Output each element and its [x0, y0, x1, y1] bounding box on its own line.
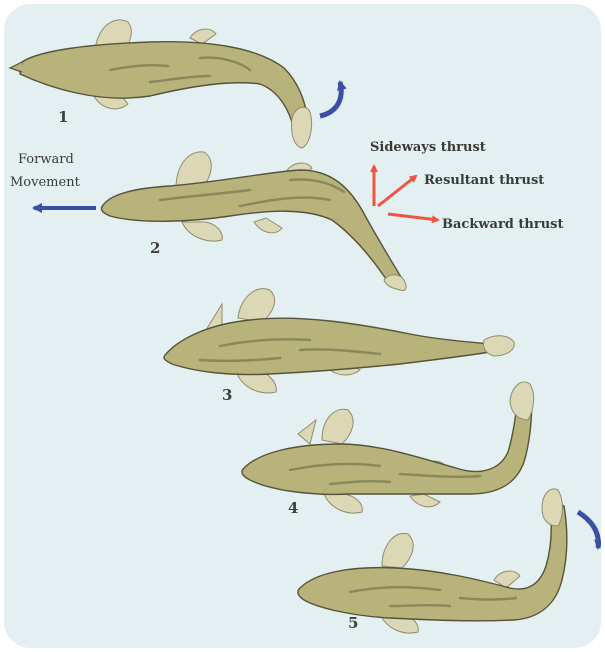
- position-label-4: 4: [288, 499, 298, 517]
- figure-panel: 1 Forward Movement 2 Sideways thrust Res…: [4, 4, 601, 648]
- forward-movement-label-line2: Movement: [10, 175, 81, 190]
- forward-movement-label-line1: Forward: [18, 152, 74, 167]
- fish-swimming-diagram: 1 Forward Movement 2 Sideways thrust Res…: [4, 4, 601, 648]
- position-label-5: 5: [348, 614, 358, 632]
- resultant-thrust-label: Resultant thrust: [424, 173, 544, 188]
- position-label-1: 1: [58, 108, 68, 126]
- position-label-2: 2: [150, 239, 160, 257]
- backward-thrust-label: Backward thrust: [442, 217, 564, 232]
- position-label-3: 3: [222, 386, 232, 404]
- sideways-thrust-label: Sideways thrust: [370, 140, 486, 155]
